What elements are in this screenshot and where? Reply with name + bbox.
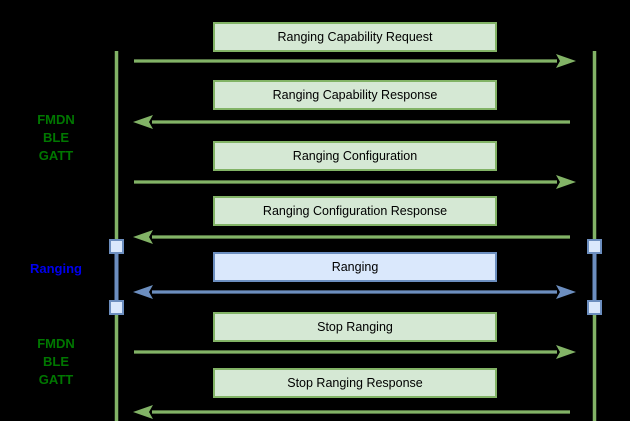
message-box-stop-ranging-response: Stop Ranging Response xyxy=(213,368,497,398)
message-arrow-ranging-capability-request-arrowhead-right xyxy=(556,54,576,68)
activation-marker xyxy=(587,300,602,315)
activation-marker xyxy=(109,239,124,254)
message-arrow-ranging-arrowhead-right xyxy=(556,285,576,299)
message-box-stop-ranging: Stop Ranging xyxy=(213,312,497,342)
message-arrow-ranging-configuration-arrowhead-right xyxy=(556,175,576,189)
activation-marker xyxy=(109,300,124,315)
message-arrow-stop-ranging-arrowhead-right xyxy=(556,345,576,359)
phase-label-fmdn-ble-gatt-lower: FMDN BLE GATT xyxy=(37,336,75,387)
message-box-ranging-capability-response: Ranging Capability Response xyxy=(213,80,497,110)
message-box-ranging-configuration: Ranging Configuration xyxy=(213,141,497,171)
message-arrow-ranging-arrowhead-left xyxy=(133,285,153,299)
message-arrow-ranging-capability-response-arrowhead-left xyxy=(133,115,153,129)
phase-label-fmdn-ble-gatt-upper: FMDN BLE GATT xyxy=(37,112,75,163)
message-arrow-stop-ranging-response-arrowhead-left xyxy=(133,405,153,419)
message-box-ranging-capability-request: Ranging Capability Request xyxy=(213,22,497,52)
message-box-ranging-configuration-response: Ranging Configuration Response xyxy=(213,196,497,226)
activation-marker xyxy=(587,239,602,254)
message-box-ranging: Ranging xyxy=(213,252,497,282)
message-arrow-ranging-configuration-response-arrowhead-left xyxy=(133,230,153,244)
phase-label-ranging: Ranging xyxy=(30,261,82,276)
